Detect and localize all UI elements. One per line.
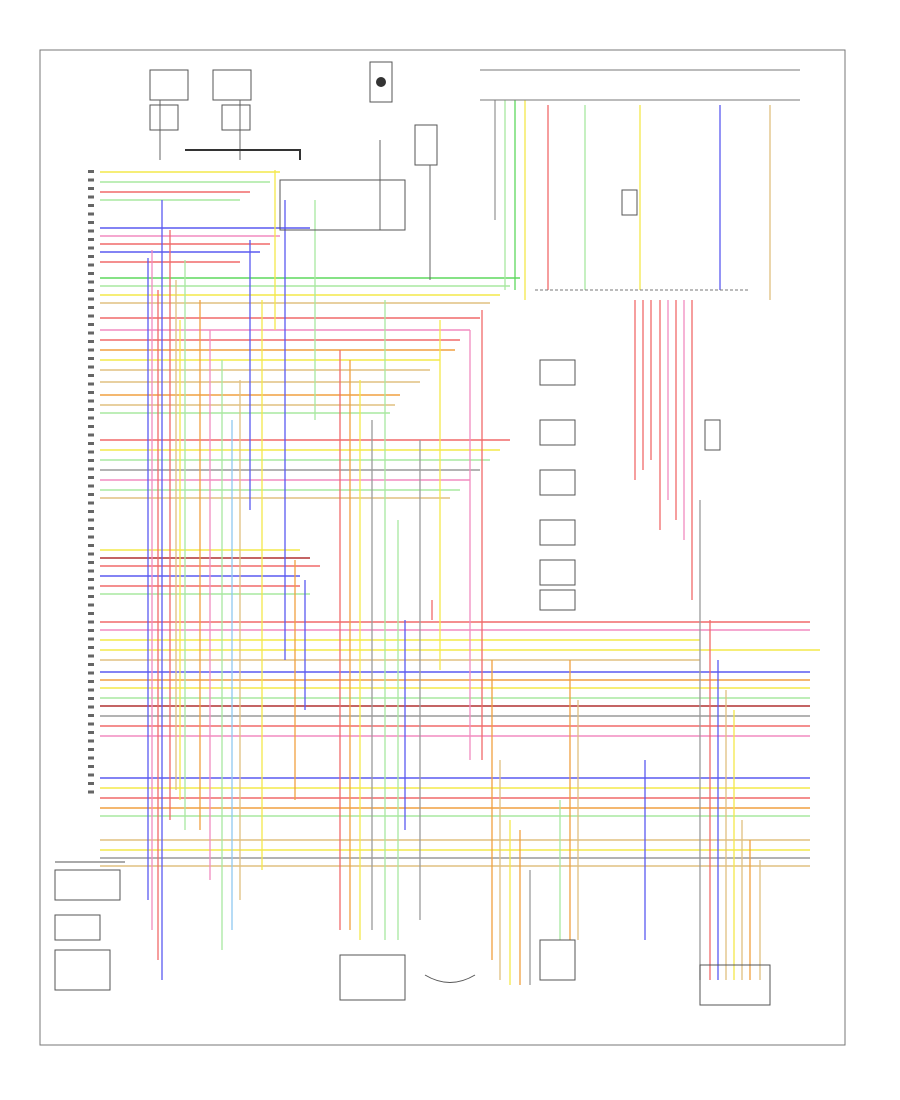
connector-pin <box>88 382 94 386</box>
connector-pin <box>88 331 94 335</box>
connector-pin <box>88 578 94 581</box>
connector-pin <box>88 391 94 394</box>
control-relays <box>539 359 576 611</box>
connector-pin <box>88 765 94 768</box>
connector-pin <box>88 416 94 420</box>
connector-pin <box>88 459 94 462</box>
connector-pin <box>88 612 94 615</box>
connector-pin <box>88 773 94 777</box>
connector-pin <box>88 748 94 751</box>
connector-pin <box>88 714 94 717</box>
connector-pin <box>88 603 94 607</box>
connector-pin <box>88 552 94 556</box>
connector-pin <box>88 569 94 573</box>
connector-pin <box>88 297 94 301</box>
connector-pin <box>88 629 94 632</box>
connector-pin <box>88 467 94 471</box>
connector-pin <box>88 170 94 173</box>
connector-pin <box>88 484 94 488</box>
connector-pin <box>88 263 94 267</box>
connector-pin <box>88 442 94 445</box>
connector-pin <box>88 595 94 598</box>
connector-pin <box>88 221 94 224</box>
connector-pin <box>88 374 94 377</box>
connector-pin <box>88 238 94 241</box>
diagram-frame <box>39 49 846 1046</box>
connector-pin <box>88 450 94 454</box>
bottom-components <box>54 861 771 1006</box>
fuse-bus <box>480 69 800 451</box>
ecu-connector-pins <box>88 170 94 794</box>
connector-pin <box>88 246 94 250</box>
connector-pin <box>88 433 94 437</box>
connector-pin <box>88 178 94 182</box>
connector-pin <box>88 323 94 326</box>
connector-pin <box>88 493 94 496</box>
connector-pin <box>88 340 94 343</box>
connector-pin <box>88 731 94 734</box>
connector-pin <box>88 255 94 258</box>
connector-pin <box>88 510 94 513</box>
connector-pin <box>88 680 94 683</box>
connector-pin <box>88 518 94 522</box>
connector-pin <box>88 229 94 233</box>
connector-pin <box>88 399 94 403</box>
connector-pin <box>88 561 94 564</box>
connector-pin <box>88 671 94 675</box>
main-relay <box>149 69 301 160</box>
connector-pin <box>88 348 94 352</box>
connector-pin <box>88 654 94 658</box>
connector-pin <box>88 637 94 641</box>
connector-pin <box>88 187 94 190</box>
vertical-wires <box>147 100 771 985</box>
connector-pin <box>88 280 94 284</box>
connector-pin <box>88 527 94 530</box>
connector-pin <box>88 544 94 547</box>
connector-pin <box>88 476 94 479</box>
connector-pin <box>88 272 94 275</box>
connector-pin <box>88 501 94 505</box>
connector-pin <box>88 212 94 216</box>
connector-pin <box>88 705 94 709</box>
connector-pin <box>88 782 94 785</box>
connector-pin <box>88 739 94 743</box>
connector-pin <box>88 425 94 428</box>
connector-pin <box>88 688 94 692</box>
connector-pin <box>88 620 94 624</box>
connector-pin <box>88 722 94 726</box>
connector-pin <box>88 586 94 590</box>
connector-pin <box>88 357 94 360</box>
connector-pin <box>88 756 94 760</box>
connector-pin <box>88 646 94 649</box>
connector-pin <box>88 314 94 318</box>
connector-pin <box>88 663 94 666</box>
connector-pin <box>88 790 94 794</box>
connector-pin <box>88 408 94 411</box>
connector-pin <box>88 365 94 369</box>
ignition-switch <box>279 61 438 280</box>
connector-pin <box>88 195 94 199</box>
connector-pin <box>88 204 94 207</box>
horizontal-wires <box>100 171 820 867</box>
connector-pin <box>88 697 94 700</box>
connector-pin <box>88 535 94 539</box>
connector-pin <box>88 289 94 292</box>
connector-pin <box>88 306 94 309</box>
